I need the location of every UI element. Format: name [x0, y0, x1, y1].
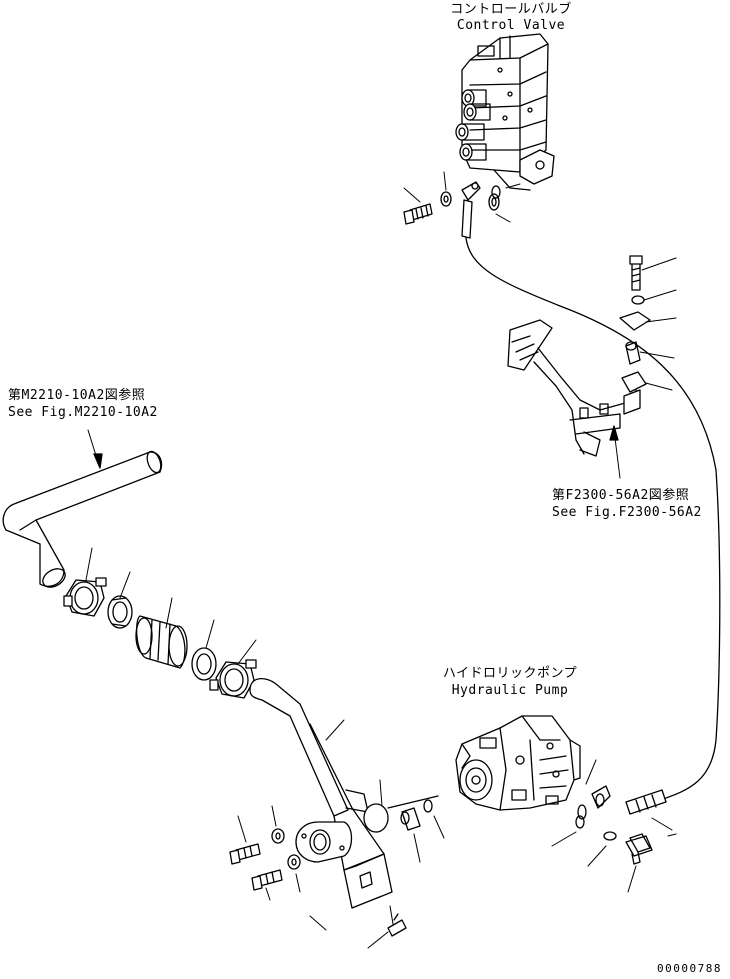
callout-leaders-pump — [551, 759, 677, 893]
pilot-hose-line — [461, 199, 721, 815]
rubber-hose — [135, 615, 188, 669]
pipe-sleeve — [107, 595, 133, 629]
ref-arrow-f2300 — [609, 425, 621, 479]
hydraulic-pump-label-en: Hydraulic Pump — [451, 683, 569, 698]
control-valve-assembly — [455, 33, 555, 191]
control-valve-label-en: Control Valve — [456, 18, 566, 33]
ref-arrow-m2210 — [87, 429, 103, 469]
pump-side-hardware — [575, 785, 653, 865]
callout-leaders-pipe — [85, 547, 257, 665]
reference-f2300-en: See Fig.F2300-56A2 — [552, 505, 702, 520]
valve-mounting-hardware — [403, 181, 501, 225]
pedal-bracket-assembly — [507, 319, 647, 457]
hydraulic-pump-label-jp: ハイドロリックポンプ — [442, 666, 578, 681]
control-valve-label-jp: コントロールバルブ — [450, 2, 572, 17]
pump-flange — [295, 803, 389, 863]
document-number: 00000788 — [657, 962, 722, 975]
callout-leaders-fitting — [379, 779, 445, 863]
callout-leaders-valve — [403, 171, 521, 223]
hose-clamp-hardware — [619, 255, 651, 365]
hose-clamp-2 — [209, 659, 257, 699]
pump-inlet-fitting — [387, 795, 439, 831]
hydraulic-pump — [455, 715, 581, 811]
hose-clamp-1 — [63, 577, 107, 617]
reference-m2210-en: See Fig.M2210-10A2 — [8, 405, 158, 420]
reference-m2210-jp: 第M2210-10A2図参照 — [8, 388, 146, 403]
reference-f2300-jp: 第F2300-56A2図参照 — [552, 488, 690, 503]
callout-leaders-clamp — [639, 257, 677, 391]
callout-leaders-bolts — [237, 805, 389, 949]
pipe-sleeve-2 — [191, 647, 217, 681]
valve-spool-ports — [455, 89, 491, 161]
flange-bolts — [229, 828, 407, 937]
suction-tube-lower — [249, 678, 393, 909]
suction-pipe — [2, 450, 163, 588]
